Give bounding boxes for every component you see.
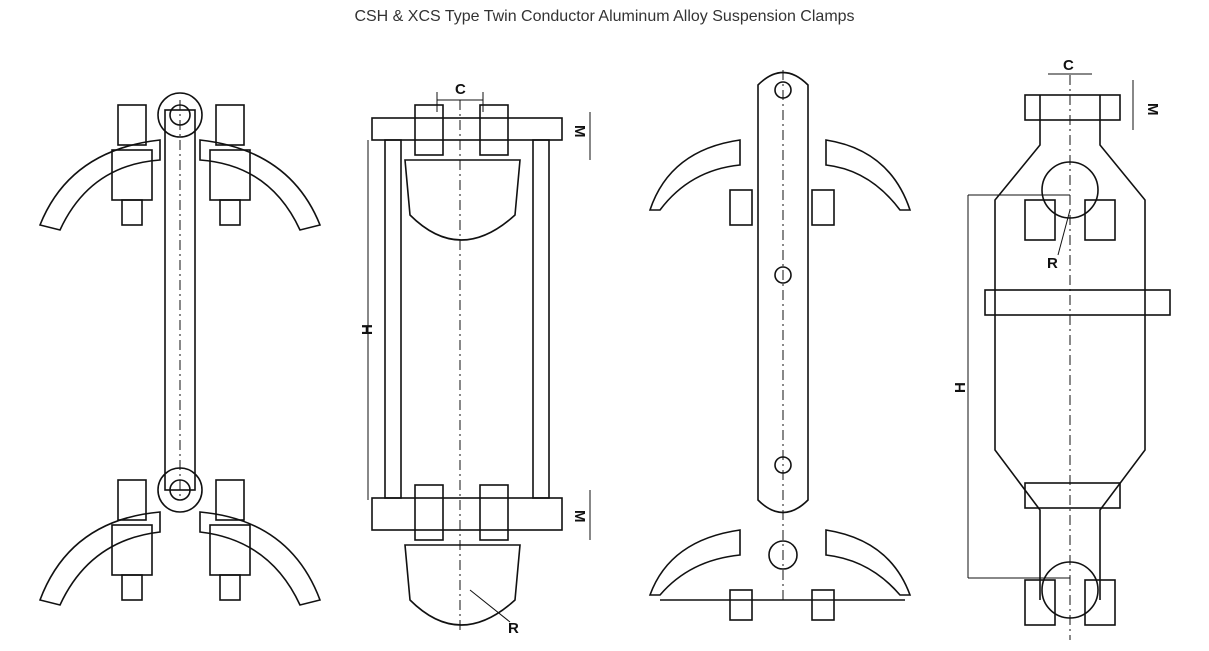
- drawing-xcs-side: [648, 70, 912, 621]
- dimension-m-bottom: M: [571, 510, 588, 523]
- dimension-c: C: [455, 81, 466, 98]
- dimension-h: H: [359, 324, 376, 335]
- dimension-c: C: [1063, 57, 1074, 74]
- dimension-m: M: [1144, 103, 1161, 116]
- dimension-r: R: [508, 620, 519, 637]
- dimension-h: H: [952, 382, 969, 393]
- drawing-csh-front: C M H M R: [359, 81, 591, 637]
- drawing-xcs-front: C M R H: [952, 57, 1171, 640]
- dimension-m-top: M: [571, 125, 588, 138]
- drawing-csh-side: [38, 92, 322, 606]
- dimension-r: R: [1047, 255, 1058, 272]
- diagram-title: CSH & XCS Type Twin Conductor Aluminum A…: [354, 8, 855, 25]
